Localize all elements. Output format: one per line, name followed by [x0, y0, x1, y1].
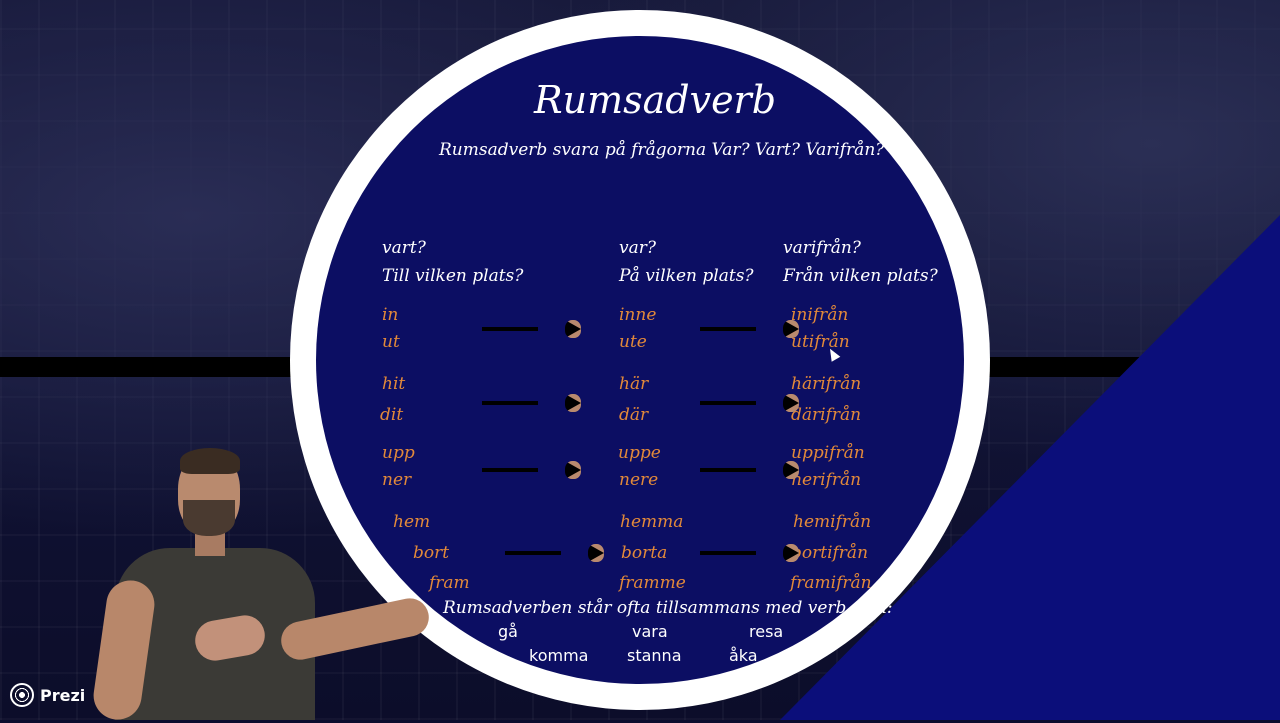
presenter-video — [90, 440, 445, 723]
adverb-uppifran: uppifrån — [791, 443, 865, 463]
arrow-right-icon — [700, 544, 799, 562]
adverb-framifran: framifrån — [790, 573, 872, 593]
footer-sentence: Rumsadverben står ofta tillsammans med v… — [443, 598, 893, 618]
verb-ga: gå — [498, 622, 518, 641]
adverb-ute: ute — [619, 332, 647, 352]
adverb-dit: dit — [380, 405, 404, 425]
adverb-ut: ut — [382, 332, 400, 352]
adverb-hemifran: hemifrån — [793, 512, 872, 532]
adverb-fram: fram — [429, 573, 470, 593]
adverb-utifran: utifrån — [791, 332, 850, 352]
adverb-upp: upp — [382, 443, 415, 463]
adverb-hem: hem — [393, 512, 431, 532]
arrow-right-icon — [700, 394, 799, 412]
prezi-logo-icon — [10, 683, 34, 707]
arrow-right-icon — [482, 394, 581, 412]
adverb-inne: inne — [619, 305, 657, 325]
presenter-hair — [180, 448, 240, 474]
col1-question: vart? — [382, 238, 426, 258]
arrow-right-icon — [700, 320, 799, 338]
adverb-bort: bort — [413, 543, 450, 563]
adverb-uppe: uppe — [618, 443, 661, 463]
arrow-right-icon — [482, 461, 581, 479]
col1-subheading: Till vilken plats? — [382, 266, 524, 286]
slide-title: Rumsadverb — [534, 78, 777, 122]
slide-circle — [316, 36, 964, 684]
prezi-logo: Prezi — [10, 682, 85, 708]
adverb-darifran: därifrån — [791, 405, 862, 425]
adverb-dar: där — [619, 405, 649, 425]
arrow-right-icon — [482, 320, 581, 338]
col2-question: var? — [619, 238, 656, 258]
adverb-nerifran: nerifrån — [791, 470, 862, 490]
verb-resa: resa — [749, 622, 784, 641]
verb-aka: åka — [729, 646, 758, 665]
adverb-bortifran: bortifrån — [791, 543, 869, 563]
adverb-hemma: hemma — [620, 512, 684, 532]
adverb-inifran: inifrån — [791, 305, 849, 325]
col3-question: varifrån? — [783, 238, 861, 258]
slide-subtitle: Rumsadverb svara på frågorna Var? Vart? … — [439, 140, 885, 160]
adverb-nere: nere — [619, 470, 659, 490]
verb-stanna: stanna — [627, 646, 682, 665]
adverb-framme: framme — [619, 573, 686, 593]
arrow-right-icon — [505, 544, 604, 562]
adverb-ner: ner — [382, 470, 412, 490]
adverb-har: här — [619, 374, 649, 394]
adverb-in: in — [382, 305, 399, 325]
adverb-borta: borta — [621, 543, 668, 563]
verb-komma: komma — [529, 646, 589, 665]
arrow-right-icon — [700, 461, 799, 479]
adverb-harifran: härifrån — [791, 374, 862, 394]
presenter-beard — [183, 500, 235, 536]
col2-subheading: På vilken plats? — [619, 266, 754, 286]
prezi-logo-text: Prezi — [40, 685, 86, 705]
adverb-hit: hit — [382, 374, 406, 394]
col3-subheading: Från vilken plats? — [783, 266, 938, 286]
verb-vara: vara — [632, 622, 668, 641]
